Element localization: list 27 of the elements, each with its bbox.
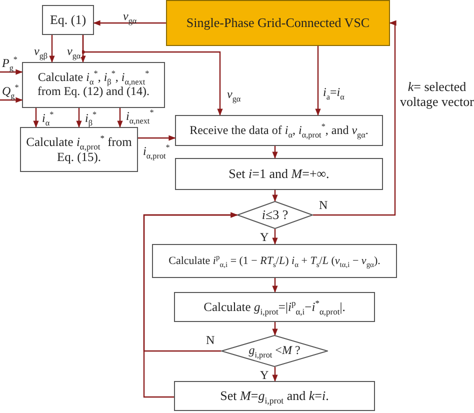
process-box: [174, 381, 375, 411]
node-text: Eq. (1): [50, 12, 86, 28]
node-text: Set M=g$_{i,prot}$ and k=i.: [220, 388, 329, 404]
edge-label: N: [205, 334, 216, 346]
node-text: g$_{i,prot}$ <M ?: [248, 344, 300, 358]
process-box: [175, 115, 383, 146]
edge-label: i$_{a}$=i$_{α}$: [322, 86, 346, 98]
edge-label: N: [318, 199, 329, 211]
node-text: Single-Phase Grid-Connected VSC: [186, 16, 370, 30]
node-text: Calculate i$^{p}$$_{α,i}$ = (1 − RT$_{s}$/L) i$_{α}$ + T$_{s}$/L (v$_{tα,i}$ − v$_{gα}$).: [168, 254, 380, 268]
node-text: Set i=1 and M=+∞.: [228, 166, 330, 182]
node-text: Receive the data of i$_{α}$, i$_{α,prot}$$^{*}$, and v$_{gα}$.: [190, 124, 368, 138]
edge-label: Y: [259, 369, 270, 381]
edge-label: Y: [259, 231, 270, 243]
decision-diamond: [221, 335, 328, 367]
node-text: Calculate i$_{α,prot}$$^{*}$ from Eq. (15).: [25, 135, 133, 164]
process-box: [174, 292, 375, 322]
process-box: [22, 62, 165, 108]
process-box: [175, 158, 383, 190]
node-text: Calculate g$_{i,prot}$=|i$^{p}$$_{α,i}$−i$^{*}$$_{α,prot}$|.: [204, 300, 346, 314]
annotation-text: k= selected voltage vector: [400, 80, 474, 110]
process-box: [42, 5, 94, 35]
process-box: [152, 244, 397, 278]
process-box: [20, 127, 138, 172]
converter-box: [166, 0, 390, 46]
decision-diamond: [237, 201, 313, 229]
node-text: i≤3 ?: [262, 208, 288, 222]
